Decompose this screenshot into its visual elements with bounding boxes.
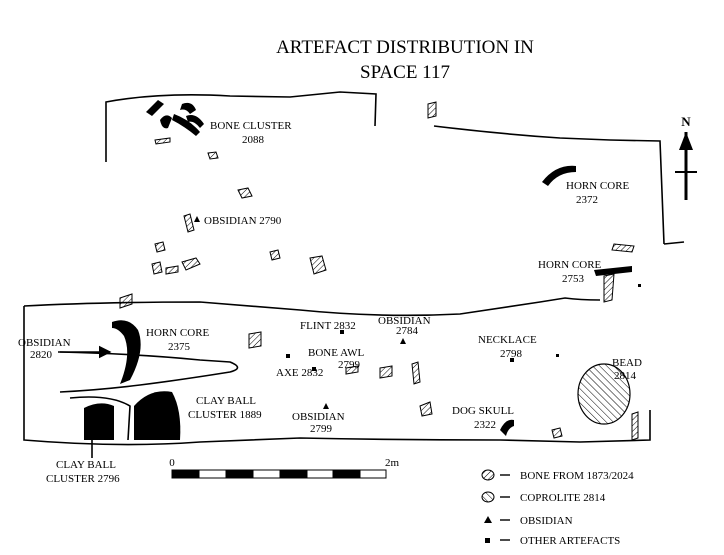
label-horn-core-2753: HORN CORE: [538, 259, 602, 271]
clay-ball-cluster-1889: [134, 391, 181, 440]
legend-text-obsidian: OBSIDIAN: [520, 515, 573, 527]
label-necklace: NECKLACE: [478, 334, 537, 346]
legend-item-other: OTHER ARTEFACTS: [485, 535, 620, 547]
artefact-markers: [286, 284, 641, 371]
title-line-1: ARTEFACT DISTRIBUTION IN: [276, 37, 534, 58]
legend: BONE FROM 1873/2024 COPROLITE 2814 OBSID…: [481, 469, 634, 547]
label-horn-core-2375-id: 2375: [168, 341, 191, 353]
legend-item-coprolite: COPROLITE 2814: [481, 491, 606, 504]
label-dog-skull-id: 2322: [474, 419, 496, 431]
horn-core-2375: [112, 320, 141, 384]
space-outline: [23, 91, 685, 446]
label-bone-cluster: BONE CLUSTER: [210, 120, 292, 132]
scale-start-label: 0: [169, 457, 175, 469]
title-line-2: SPACE 117: [360, 62, 450, 83]
label-flint: FLINT 2832: [300, 320, 356, 332]
label-bone-awl: BONE AWL: [308, 347, 365, 359]
label-obsidian-2784-id: 2784: [396, 325, 419, 337]
label-horn-core-2753-id: 2753: [562, 273, 585, 285]
coprolite-legend-icon: [481, 491, 495, 503]
label-obsidian-2799: OBSIDIAN: [292, 411, 345, 423]
label-necklace-id: 2798: [500, 348, 523, 360]
label-horn-core-2375: HORN CORE: [146, 327, 210, 339]
north-arrow: [675, 132, 697, 200]
label-obsidian-2799-id: 2799: [310, 423, 333, 435]
bone-cluster-2088: [146, 100, 204, 136]
bone-fragments: [119, 101, 639, 441]
dog-skull-2322: [500, 419, 514, 436]
horn-core-2372: [542, 165, 576, 186]
label-bone-cluster-id: 2088: [242, 134, 265, 146]
clay-ball-cluster-2796: [84, 403, 114, 440]
label-clay-ball-2796-id: CLUSTER 2796: [46, 473, 120, 485]
legend-item-obsidian: OBSIDIAN: [484, 515, 573, 527]
pointer-arrows: [58, 345, 112, 458]
label-obsidian-2820-id: 2820: [30, 349, 53, 361]
label-clay-ball-1889: CLAY BALL: [196, 395, 256, 407]
legend-text-coprolite: COPROLITE 2814: [520, 492, 606, 504]
legend-text-bone: BONE FROM 1873/2024: [520, 470, 634, 482]
legend-item-bone: BONE FROM 1873/2024: [481, 469, 634, 482]
label-horn-core-2372: HORN CORE: [566, 180, 630, 192]
coprolite-2814: [577, 363, 631, 425]
horn-core-2753: [594, 266, 632, 276]
label-obsidian-2790: OBSIDIAN 2790: [204, 215, 282, 227]
label-obsidian-2784: OBSIDIAN: [378, 315, 431, 327]
legend-text-other: OTHER ARTEFACTS: [520, 535, 620, 547]
bone-legend-icon: [481, 469, 495, 481]
label-clay-ball-2796: CLAY BALL: [56, 459, 116, 471]
label-axe: AXE 2832: [276, 367, 323, 379]
scale-bar: [171, 469, 387, 479]
triangle-legend-icon: [484, 516, 492, 523]
label-clay-ball-1889-id: CLUSTER 1889: [188, 409, 262, 421]
north-label: N: [681, 114, 691, 129]
label-bone-awl-id: 2799: [338, 359, 361, 371]
scale-end-label: 2m: [385, 457, 400, 469]
square-legend-icon: [485, 538, 490, 543]
label-obsidian-2820: OBSIDIAN: [18, 337, 71, 349]
label-horn-core-2372-id: 2372: [576, 194, 598, 206]
label-bead-id: 2814: [614, 370, 637, 382]
label-dog-skull: DOG SKULL: [452, 405, 514, 417]
obsidian-markers: [194, 216, 406, 409]
label-bead: BEAD: [612, 357, 642, 369]
